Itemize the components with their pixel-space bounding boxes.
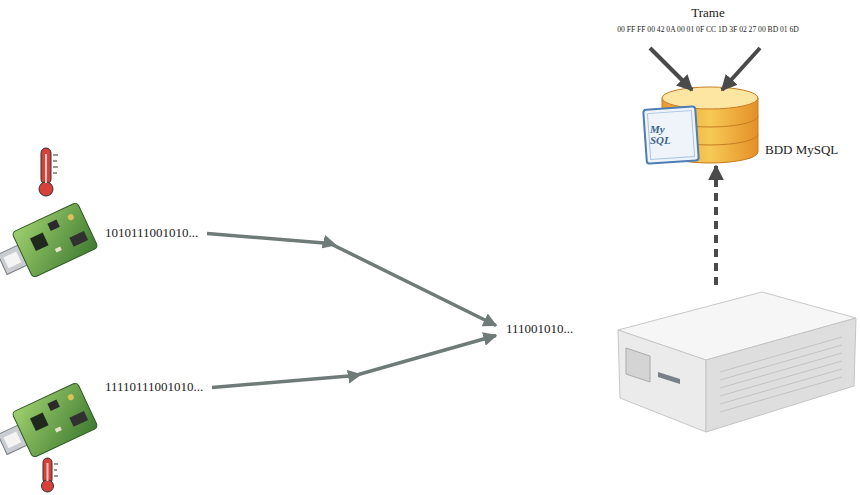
component bbox=[67, 393, 75, 401]
server-side bbox=[706, 318, 856, 432]
chip bbox=[47, 219, 59, 230]
flow-arrow bbox=[650, 48, 692, 90]
thermometer-column bbox=[45, 154, 47, 183]
data-stream: 11110111001010... bbox=[105, 380, 203, 395]
flow-arrow bbox=[722, 48, 760, 90]
frame-node: Trame 00 FF FF 00 42 0A 00 01 0F CC 1D 3F… bbox=[560, 6, 856, 48]
logo-text: My SQL bbox=[650, 124, 680, 146]
server-vents bbox=[720, 337, 842, 412]
mysql-logo-card bbox=[643, 106, 699, 163]
pcb-board bbox=[12, 382, 98, 458]
thermometer-tube bbox=[43, 458, 52, 484]
pcb-board bbox=[12, 202, 98, 278]
database-label: BDD MySQL bbox=[765, 143, 838, 158]
database-node: My SQL BDD MySQL bbox=[640, 90, 847, 166]
thermometer-tick bbox=[54, 464, 58, 465]
thermometer-tick bbox=[53, 161, 57, 162]
thermometer-tube bbox=[41, 148, 51, 184]
thermometer-tick bbox=[54, 476, 58, 477]
server-node: 111001010... bbox=[496, 285, 856, 435]
usb-plug-inner bbox=[4, 431, 22, 448]
chip bbox=[69, 411, 88, 427]
thermometer-column bbox=[47, 463, 49, 481]
thermometer-tick bbox=[53, 155, 58, 156]
thermometer-icon bbox=[39, 148, 58, 196]
thermometer-bulb bbox=[42, 480, 54, 492]
component bbox=[55, 426, 62, 432]
logo-card bbox=[643, 106, 699, 163]
component bbox=[67, 213, 75, 221]
sensor-node: 1010111001010... bbox=[12, 195, 207, 290]
data-stream: 1010111001010... bbox=[105, 226, 198, 241]
flow-arrow bbox=[207, 233, 496, 325]
frame-hex: 00 FF FF 00 42 0A 00 01 0F CC 1D 3F 02 2… bbox=[617, 26, 799, 35]
thermometer-bulb bbox=[39, 182, 53, 196]
usb-plug-inner bbox=[4, 251, 22, 268]
thermometer-tick bbox=[53, 167, 58, 168]
usb-sensor bbox=[0, 202, 98, 287]
dashed-arrow bbox=[714, 166, 718, 285]
server-badge bbox=[658, 372, 680, 384]
chip bbox=[30, 233, 49, 252]
thermometer-tick bbox=[54, 470, 57, 471]
frame-title: Trame bbox=[691, 6, 724, 21]
database-top bbox=[662, 87, 758, 109]
component bbox=[55, 246, 62, 252]
sensor-node: 11110111001010... bbox=[12, 350, 212, 450]
chip bbox=[30, 413, 49, 432]
chip bbox=[47, 399, 59, 410]
usb-sensor bbox=[0, 382, 98, 467]
server-front bbox=[618, 330, 706, 432]
server-box bbox=[618, 292, 856, 432]
flow-arrow bbox=[212, 335, 496, 387]
data-stream: 111001010... bbox=[506, 322, 573, 337]
database-icon bbox=[643, 87, 758, 164]
chip bbox=[69, 231, 88, 247]
thermometer-tick bbox=[53, 173, 57, 174]
server-slot bbox=[626, 348, 650, 382]
logo-frame bbox=[647, 111, 694, 160]
thermometer-icon bbox=[42, 458, 59, 492]
